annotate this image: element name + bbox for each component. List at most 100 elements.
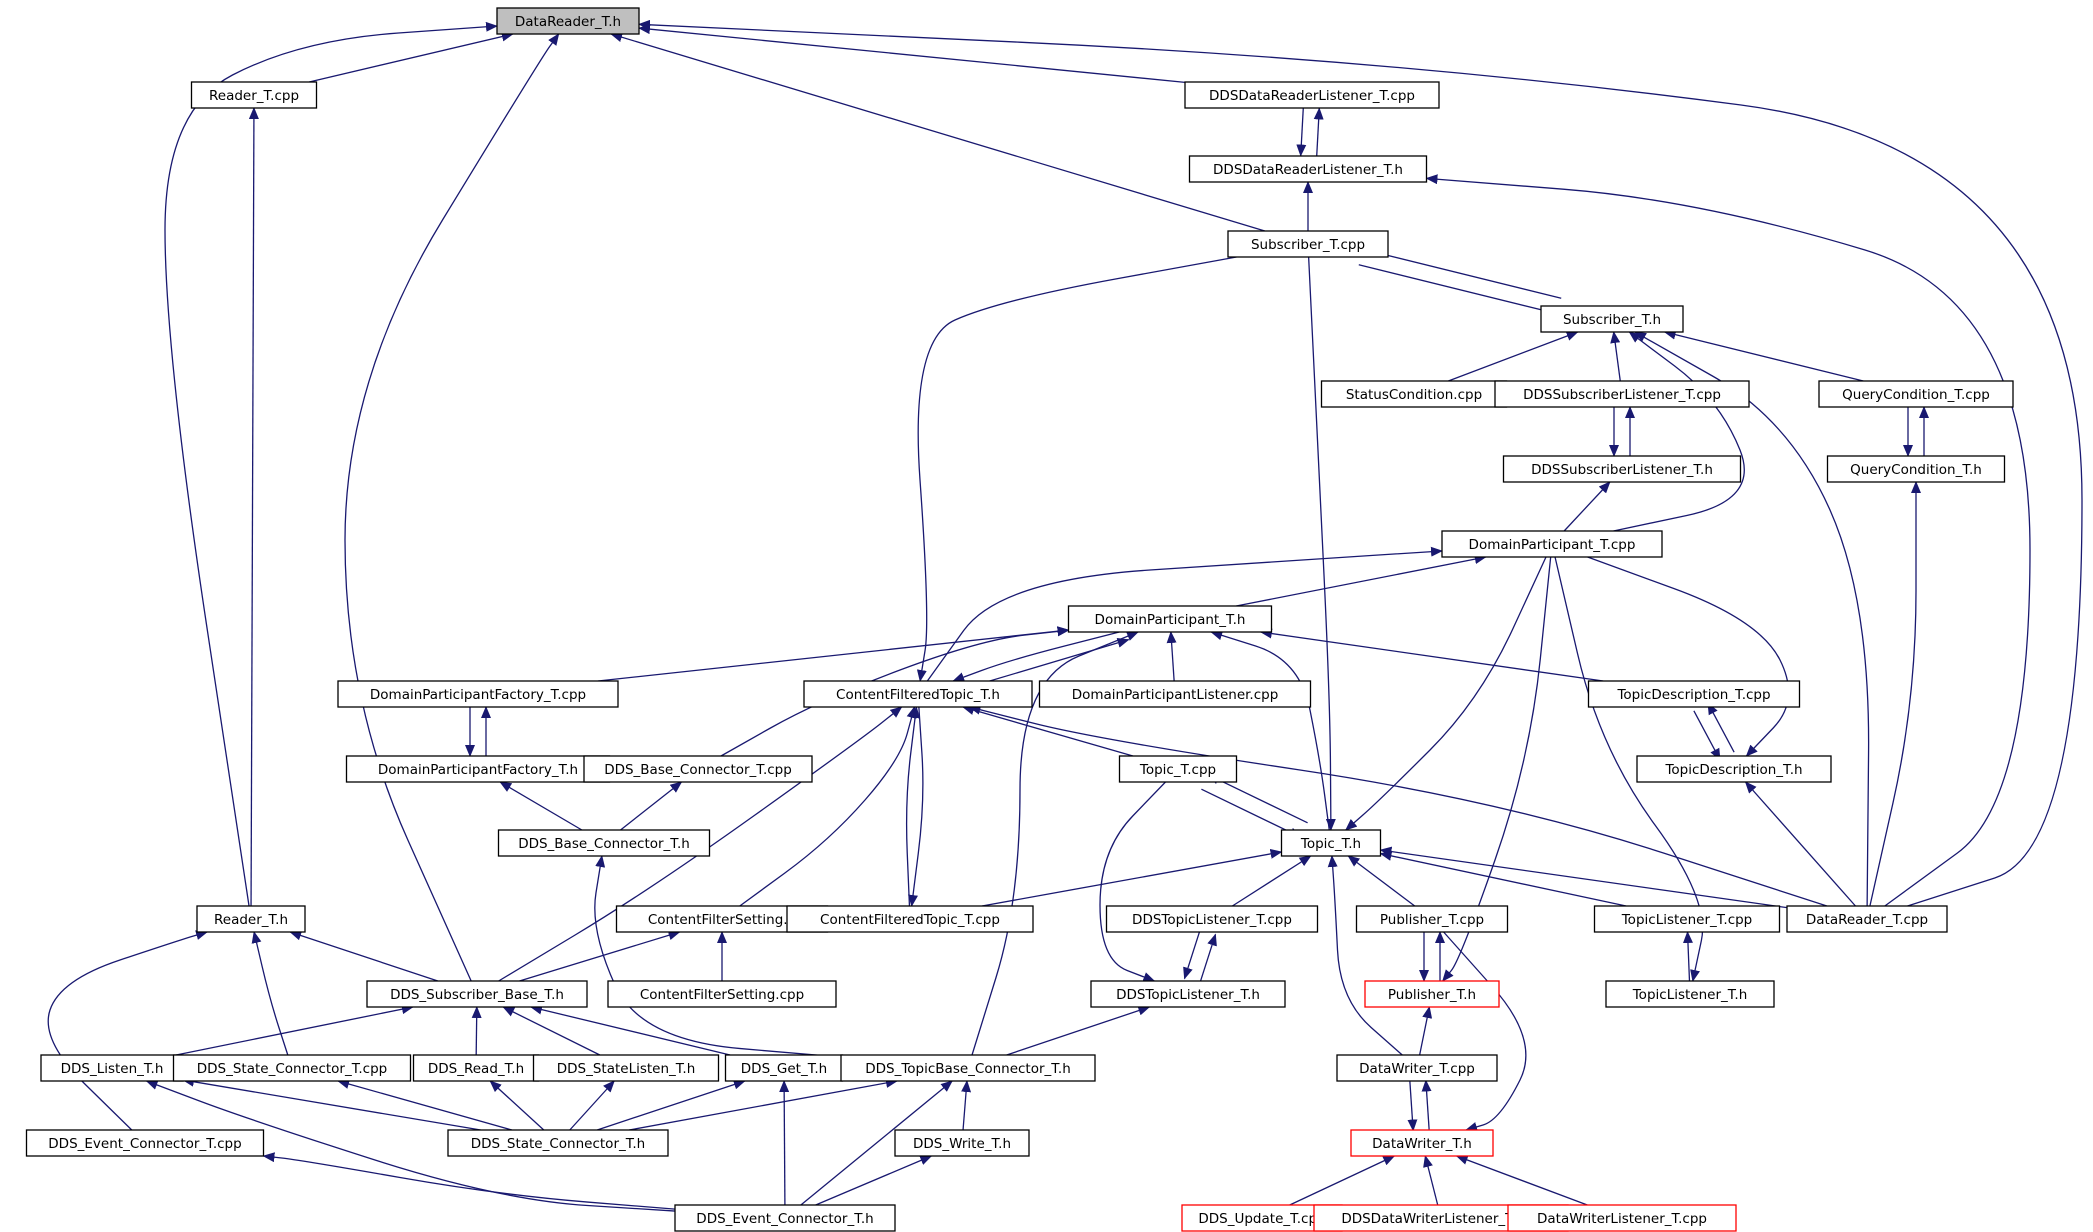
node-TopicDescription_T_cpp[interactable]: TopicDescription_T.cpp	[1587, 680, 1801, 708]
node-DDS_TopicBase_Connector_T_h[interactable]: DDS_TopicBase_Connector_T.h	[840, 1054, 1096, 1082]
node-box	[40, 1054, 184, 1082]
node-DDS_Event_Connector_T_cpp[interactable]: DDS_Event_Connector_T.cpp	[25, 1129, 265, 1157]
edge-DDS_State_Connector_T_h-to-DDS_Listen_T_h	[182, 1076, 481, 1131]
node-Reader_T_h[interactable]: Reader_T.h	[196, 905, 306, 933]
node-DDS_Write_T_h[interactable]: DDS_Write_T.h	[894, 1129, 1030, 1157]
edge-DDS_StateListen_T_h-to-DDS_Subscriber_Base_T_h	[502, 1006, 601, 1056]
node-DomainParticipant_T_h[interactable]: DomainParticipant_T.h	[1067, 605, 1273, 633]
node-DataReader_T_h[interactable]: DataReader_T.h	[496, 7, 640, 35]
edge-DDS_Update_T_cpp-to-DataWriter_T_h	[1289, 1155, 1396, 1206]
node-ContentFilteredTopic_T_cpp[interactable]: ContentFilteredTopic_T.cpp	[786, 905, 1034, 933]
node-TopicDescription_T_h[interactable]: TopicDescription_T.h	[1636, 755, 1832, 783]
edge-DataWriter_T_cpp-to-DataWriter_T_h	[1407, 1081, 1418, 1132]
node-label: DDSSubscriberListener_T.cpp	[1523, 387, 1721, 403]
node-Publisher_T_cpp[interactable]: Publisher_T.cpp	[1355, 905, 1509, 933]
node-StatusCondition_cpp[interactable]: StatusCondition.cpp	[1320, 380, 1508, 408]
node-DDS_Read_T_h[interactable]: DDS_Read_T.h	[412, 1054, 540, 1082]
node-DDS_Subscriber_Base_T_h[interactable]: DDS_Subscriber_Base_T.h	[366, 980, 588, 1008]
node-DomainParticipant_T_cpp[interactable]: DomainParticipant_T.cpp	[1441, 530, 1663, 558]
node-DataWriterListener_T_cpp[interactable]: DataWriterListener_T.cpp	[1507, 1204, 1737, 1232]
node-Topic_T_h[interactable]: Topic_T.h	[1280, 829, 1382, 857]
node-box	[337, 680, 619, 708]
node-box	[1188, 155, 1428, 183]
node-box	[1540, 305, 1684, 333]
node-label: Subscriber_T.h	[1563, 312, 1661, 328]
edge-DDS_Subscriber_Base_T_h-to-Reader_T_h	[289, 930, 439, 982]
node-box	[1826, 455, 2006, 483]
node-DDS_Listen_T_h[interactable]: DDS_Listen_T.h	[40, 1054, 184, 1082]
edge-DDS_State_Connector_T_h-to-DDS_Get_T_h	[596, 1079, 746, 1131]
node-DomainParticipantFactory_T_h[interactable]: DomainParticipantFactory_T.h	[345, 755, 611, 783]
node-Reader_T_cpp[interactable]: Reader_T.cpp	[190, 81, 318, 109]
node-label: Publisher_T.cpp	[1380, 912, 1484, 928]
node-label: DDS_Event_Connector_T.cpp	[48, 1136, 241, 1152]
node-box	[1038, 680, 1312, 708]
edge-DDS_Get_T_h-to-DDS_Subscriber_Base_T_h	[529, 1004, 731, 1056]
node-ContentFilteredTopic_T_h[interactable]: ContentFilteredTopic_T.h	[803, 680, 1033, 708]
node-label: Topic_T.h	[1300, 836, 1361, 852]
node-DataWriter_T_cpp[interactable]: DataWriter_T.cpp	[1336, 1054, 1498, 1082]
node-label: DDS_Base_Connector_T.cpp	[604, 762, 792, 778]
node-label: ContentFilteredTopic_T.cpp	[820, 912, 1000, 928]
edge-DDS_State_Connector_T_cpp-to-Reader_T_h	[251, 931, 289, 1056]
node-DataReader_T_cpp[interactable]: DataReader_T.cpp	[1786, 905, 1948, 933]
edge-DDS_Base_Connector_T_h-to-DDS_Base_Connector_T_cpp	[620, 781, 683, 831]
node-Subscriber_T_cpp[interactable]: Subscriber_T.cpp	[1227, 230, 1389, 258]
node-DDSSubscriberListener_T_cpp[interactable]: DDSSubscriberListener_T.cpp	[1494, 380, 1750, 408]
node-DDS_Get_T_h[interactable]: DDS_Get_T.h	[724, 1054, 844, 1082]
edge-DDS_Event_Connector_T_h-to-DDS_TopicBase_Connector_T_h	[800, 1080, 953, 1206]
node-DDSDataReaderListener_T_cpp[interactable]: DDSDataReaderListener_T.cpp	[1184, 81, 1440, 109]
node-DDS_Base_Connector_T_cpp[interactable]: DDS_Base_Connector_T.cpp	[583, 755, 813, 783]
edge-DDS_Listen_T_h-to-DDS_Subscriber_Base_T_h	[175, 1004, 414, 1056]
edge-Topic_T_h-to-Topic_T_cpp	[1207, 774, 1308, 824]
node-box	[1336, 1054, 1498, 1082]
node-DomainParticipantListener_cpp[interactable]: DomainParticipantListener.cpp	[1038, 680, 1312, 708]
node-ContentFilterSetting_cpp[interactable]: ContentFilterSetting.cpp	[607, 980, 837, 1008]
node-label: QueryCondition_T.cpp	[1842, 387, 1990, 403]
node-DataWriter_T_h[interactable]: DataWriter_T.h	[1350, 1129, 1494, 1157]
node-TopicListener_T_cpp[interactable]: TopicListener_T.cpp	[1593, 905, 1781, 933]
node-box	[786, 905, 1034, 933]
node-QueryCondition_T_cpp[interactable]: QueryCondition_T.cpp	[1818, 380, 2014, 408]
node-DDS_Event_Connector_T_h[interactable]: DDS_Event_Connector_T.h	[674, 1204, 896, 1232]
node-DomainParticipantFactory_T_cpp[interactable]: DomainParticipantFactory_T.cpp	[337, 680, 619, 708]
node-box	[1364, 980, 1500, 1008]
edge-StatusCondition_cpp-to-Subscriber_T_h	[1448, 331, 1579, 382]
node-label: DDSSubscriberListener_T.h	[1531, 462, 1713, 478]
edge-DDSDataReaderListener_T_cpp-to-DataReader_T_h	[638, 24, 1186, 84]
node-Subscriber_T_h[interactable]: Subscriber_T.h	[1540, 305, 1684, 333]
node-DDSSubscriberListener_T_h[interactable]: DDSSubscriberListener_T.h	[1502, 455, 1742, 483]
node-label: DDS_Update_T.cpp	[1198, 1211, 1325, 1227]
node-label: Topic_T.cpp	[1139, 762, 1216, 778]
node-Topic_T_cpp[interactable]: Topic_T.cpp	[1118, 755, 1238, 783]
node-DDS_State_Connector_T_cpp[interactable]: DDS_State_Connector_T.cpp	[172, 1054, 412, 1082]
node-DDSDataReaderListener_T_h[interactable]: DDSDataReaderListener_T.h	[1188, 155, 1428, 183]
node-label: StatusCondition.cpp	[1346, 387, 1482, 403]
node-box	[1350, 1129, 1494, 1157]
edge-DDS_Subscriber_Base_T_h-to-ContentFilterSetting_h	[519, 930, 681, 982]
node-DDSTopicListener_T_h[interactable]: DDSTopicListener_T.h	[1090, 980, 1286, 1008]
node-box	[190, 81, 318, 109]
node-box	[1355, 905, 1509, 933]
node-box	[1227, 230, 1389, 258]
node-TopicListener_T_h[interactable]: TopicListener_T.h	[1605, 980, 1775, 1008]
edge-DDS_Event_Connector_T_h-to-DDS_Listen_T_h	[145, 1080, 676, 1212]
node-label: DDSDataReaderListener_T.h	[1213, 162, 1403, 178]
node-DDS_StateListen_T_h[interactable]: DDS_StateListen_T.h	[532, 1054, 720, 1082]
edge-DDSTopicListener_T_h-to-DDSTopicListener_T_cpp	[1199, 933, 1217, 984]
node-QueryCondition_T_h[interactable]: QueryCondition_T.h	[1826, 455, 2006, 483]
node-Publisher_T_h[interactable]: Publisher_T.h	[1364, 980, 1500, 1008]
node-DDSTopicListener_T_cpp[interactable]: DDSTopicListener_T.cpp	[1105, 905, 1319, 933]
node-DDS_Base_Connector_T_h[interactable]: DDS_Base_Connector_T.h	[497, 829, 711, 857]
node-DDS_State_Connector_T_h[interactable]: DDS_State_Connector_T.h	[447, 1129, 669, 1157]
edge-Subscriber_T_h-to-Subscriber_T_cpp	[1361, 247, 1562, 299]
node-label: DDS_State_Connector_T.h	[471, 1136, 645, 1152]
node-box	[724, 1054, 844, 1082]
edge-TopicDescription_T_cpp-to-TopicDescription_T_h	[1693, 710, 1721, 761]
edge-DDS_Event_Connector_T_h-to-DDS_Get_T_h	[779, 1080, 790, 1206]
edge-DDSDataReaderListener_T_cpp-to-DDSDataReaderListener_T_h	[1296, 107, 1307, 157]
edge-Publisher_T_cpp-to-Topic_T_h	[1347, 855, 1416, 907]
edge-DDS_Event_Connector_T_h-to-DDS_Event_Connector_T_cpp	[262, 1152, 676, 1210]
node-label: DDS_Listen_T.h	[61, 1061, 164, 1077]
edge-DataReader_T_cpp-to-DDSDataReaderListener_T_h	[1425, 174, 2031, 907]
